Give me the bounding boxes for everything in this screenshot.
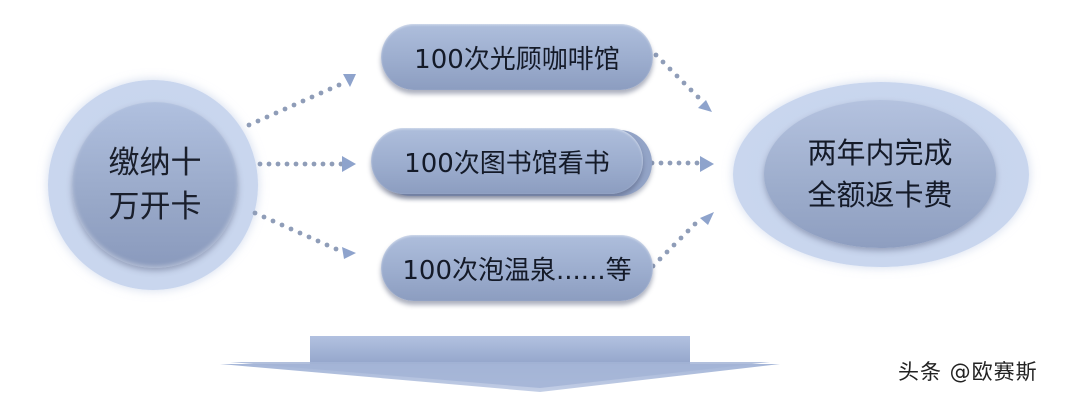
arrowhead-icon xyxy=(700,156,714,172)
arrow-source-to-cafe xyxy=(246,82,342,128)
source-node-line2: 万开卡 xyxy=(108,189,202,225)
arrowhead-icon xyxy=(342,156,356,172)
arrow-library-to-target xyxy=(649,160,700,166)
target-node-label: 两年内完成 全额返卡费 xyxy=(807,132,952,216)
middle-node-label: 100次泡温泉......等 xyxy=(402,255,632,286)
arrow-cafe-to-target xyxy=(653,52,701,100)
middle-node-hotspring: 100次泡温泉......等 xyxy=(381,235,653,301)
target-node-line1: 两年内完成 xyxy=(807,136,953,170)
watermark: 头条 @欧赛斯 xyxy=(898,360,1038,384)
arrowhead-icon xyxy=(342,247,356,259)
target-node-line2: 全额返卡费 xyxy=(807,178,953,212)
middle-node-label: 100次光顾咖啡馆 xyxy=(414,44,620,75)
arrowheads xyxy=(342,74,714,259)
target-node: 两年内完成 全额返卡费 xyxy=(764,100,996,248)
middle-node-library: 100次图书馆看书 xyxy=(371,128,643,194)
arrow-source-to-hotspring xyxy=(252,210,339,252)
arrow-hotspring-to-target xyxy=(650,221,698,269)
arrowhead-icon xyxy=(343,74,356,87)
source-node-label: 缴纳十 万开卡 xyxy=(100,141,210,229)
middle-node-cafe: 100次光顾咖啡馆 xyxy=(381,24,653,90)
dotted-lines xyxy=(246,52,701,269)
arrowhead-icon xyxy=(698,100,712,112)
arrowhead-icon xyxy=(700,212,714,225)
middle-node-label: 100次图书馆看书 xyxy=(404,148,610,179)
source-node-line1: 缴纳十 xyxy=(108,145,202,181)
source-node: 缴纳十 万开卡 xyxy=(72,102,238,268)
